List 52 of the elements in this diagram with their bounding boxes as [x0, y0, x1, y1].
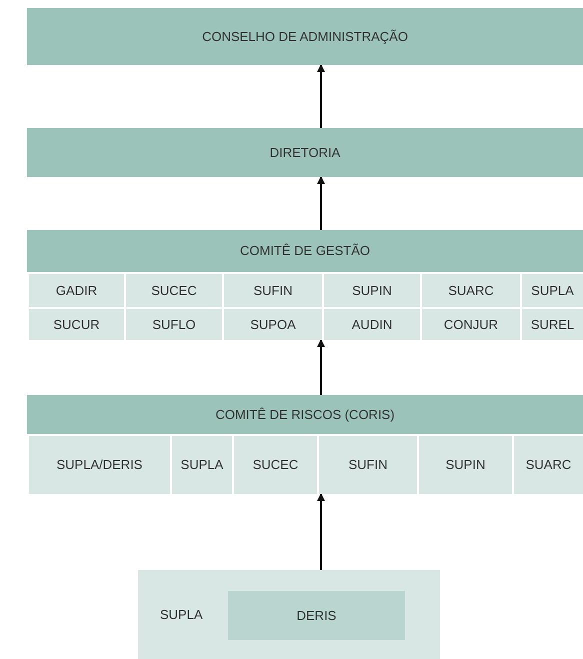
member-cell — [512, 434, 583, 494]
node-label: SUCEC — [252, 456, 298, 474]
node-label: COMITÊ DE GESTÃO — [240, 242, 370, 260]
arrow — [317, 339, 325, 395]
member-cell — [27, 307, 124, 340]
member-cell — [420, 307, 520, 340]
unit-panel — [138, 570, 440, 659]
member-cell — [27, 272, 124, 307]
node-label: AUDIN — [352, 316, 392, 334]
node-label: SUPIN — [446, 456, 486, 474]
org-box — [27, 8, 583, 65]
member-cell — [317, 434, 417, 494]
member-cell — [222, 307, 322, 340]
node-label: SUPLA — [180, 456, 224, 474]
node-label: SUCUR — [53, 316, 100, 334]
member-cell — [322, 272, 420, 307]
org-box — [27, 128, 583, 177]
committee-panel — [27, 230, 583, 340]
node-label: GADIR — [56, 282, 98, 300]
node-label: COMITÊ DE RISCOS (CORIS) — [215, 406, 395, 424]
member-cell — [27, 434, 170, 494]
node-label: SUFIN — [348, 456, 388, 474]
member-cell — [124, 272, 222, 307]
node-label: SUPOA — [250, 316, 296, 334]
member-cell — [520, 307, 583, 340]
node-label: SUREL — [530, 316, 574, 334]
member-cell — [420, 272, 520, 307]
member-cell — [222, 272, 322, 307]
node-label: SUARC — [448, 282, 494, 300]
member-cell — [124, 307, 222, 340]
node-label: DIRETORIA — [270, 144, 340, 162]
node-label: SUPLA — [160, 606, 203, 624]
member-cell — [520, 272, 583, 307]
arrow — [317, 64, 325, 128]
node-label: CONJUR — [444, 316, 498, 334]
member-cell — [417, 434, 512, 494]
node-label: DERIS — [296, 606, 336, 625]
node-label: SUPLA — [531, 282, 574, 300]
arrow — [317, 176, 325, 230]
node-label: SUPLA/DERIS — [56, 456, 142, 474]
node-label: SUFLO — [152, 316, 196, 334]
member-cell — [322, 307, 420, 340]
member-cell — [232, 434, 317, 494]
unit-box — [228, 591, 405, 640]
committee-panel — [27, 395, 583, 494]
arrow — [317, 493, 325, 570]
node-label: SUPIN — [352, 282, 392, 300]
node-label: SUARC — [526, 456, 572, 474]
node-label: CONSELHO DE ADMINISTRAÇÃO — [202, 28, 408, 46]
member-cell — [170, 434, 232, 494]
node-label: SUFIN — [254, 282, 292, 300]
node-label: SUCEC — [151, 282, 197, 300]
